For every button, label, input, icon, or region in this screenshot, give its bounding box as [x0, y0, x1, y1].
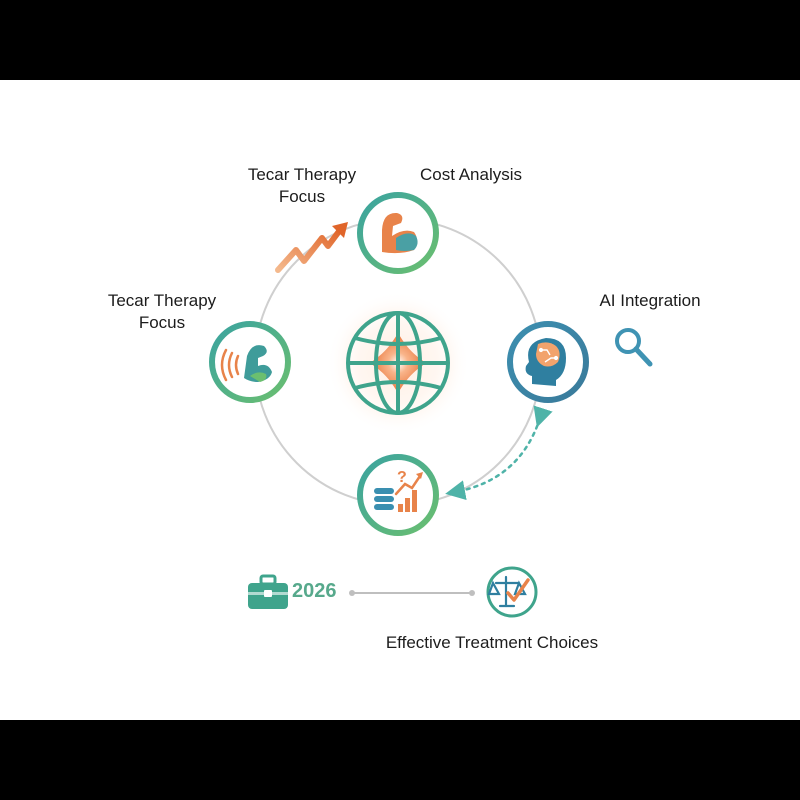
node-bottom: ?	[357, 454, 439, 536]
timeline-start-dot	[349, 590, 355, 596]
cycle-diagram: ?	[209, 192, 653, 618]
diagram-canvas: ?	[0, 80, 800, 720]
label-cost-analysis: Cost Analysis	[404, 164, 538, 186]
label-effective-treatment-choices: Effective Treatment Choices	[385, 633, 599, 652]
label-line: Cost Analysis	[419, 165, 523, 184]
magnifier-icon	[615, 328, 653, 367]
flexed-arm-icon	[382, 212, 418, 254]
balance-scale-check-icon	[486, 566, 538, 618]
label-line: AI Integration	[599, 291, 701, 310]
timeline-end-dot	[469, 590, 475, 596]
timeline-year: 2026	[292, 580, 337, 602]
label-ai-integration: AI Integration	[584, 290, 716, 312]
label-line: Tecar Therapy	[247, 165, 357, 184]
node-left	[209, 321, 291, 403]
dotted-connector-arrow	[445, 405, 553, 501]
center-globe-icon	[326, 291, 470, 435]
label-line: Focus	[138, 313, 186, 332]
ai-brain-head-icon	[525, 338, 566, 386]
node-right	[507, 321, 589, 403]
flexed-arm-waves-icon	[220, 345, 272, 382]
svg-text:?: ?	[397, 469, 407, 486]
label-line: Focus	[278, 187, 326, 206]
trend-arrow-icon	[275, 222, 348, 273]
node-top	[357, 192, 439, 274]
label-tecar-therapy-top: Tecar Therapy Focus	[240, 164, 364, 208]
label-tecar-therapy-left: Tecar Therapy Focus	[96, 290, 228, 334]
briefcase-icon	[248, 574, 288, 609]
label-line: Tecar Therapy	[107, 291, 217, 310]
coins-bar-chart-question-icon: ?	[374, 469, 423, 512]
